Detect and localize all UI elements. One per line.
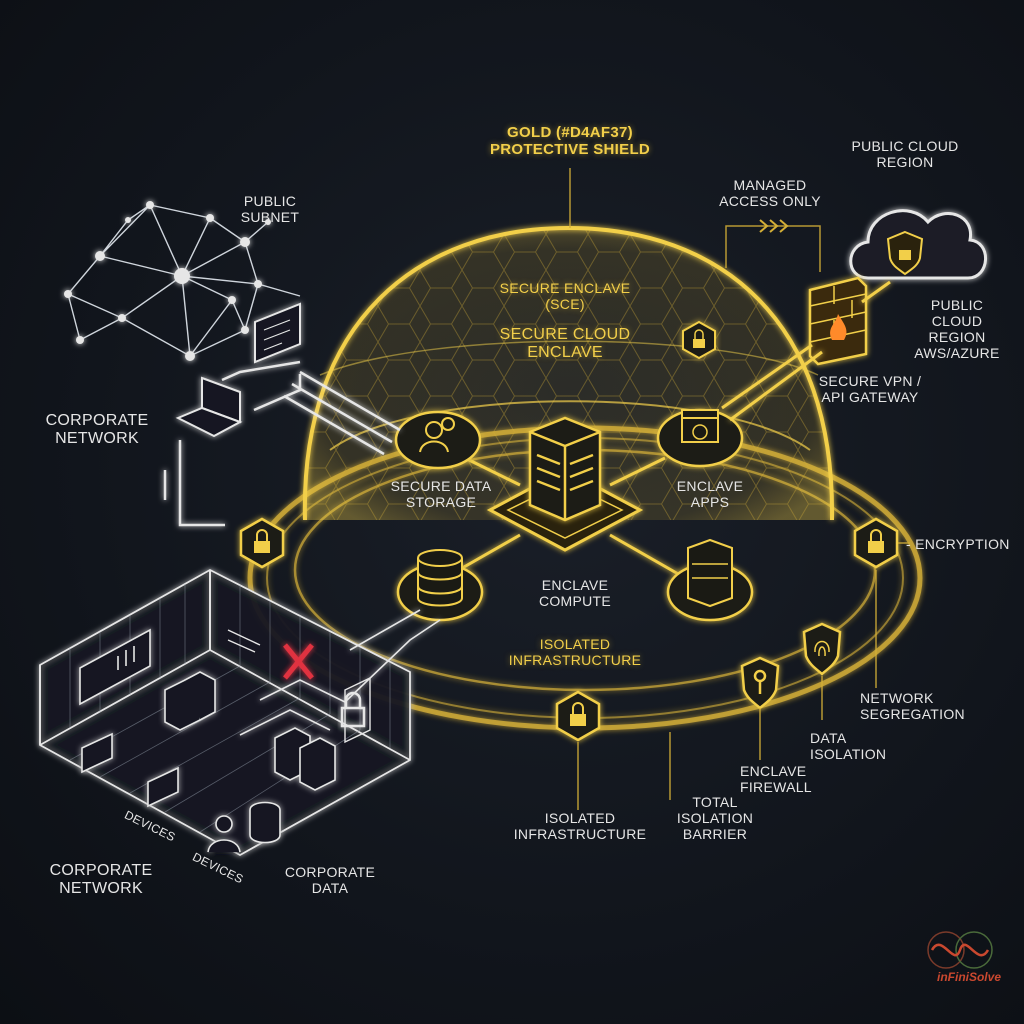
corporate-data-label: CORPORATE DATA [284, 864, 376, 896]
server-rack-icon [528, 416, 602, 522]
secure-vpn-label: SECURE VPN / API GATEWAY [818, 373, 922, 405]
corporate-network-label-top: CORPORATE NETWORK [45, 412, 149, 447]
enclave-compute-label: ENCLAVE COMPUTE [538, 577, 612, 609]
isolated-infrastructure-bottom-label: ISOLATED INFRASTRUCTURE [513, 810, 647, 842]
shield-title: GOLD (#D4AF37) PROTECTIVE SHIELD [489, 124, 651, 158]
app-window-icon [656, 408, 744, 468]
users-icon [394, 410, 482, 470]
room-wall-panel [227, 629, 371, 744]
network-segregation-label: NETWORK SEGREGATION [860, 690, 965, 722]
callout-lines [569, 168, 910, 810]
room-equipment [79, 628, 336, 853]
lock-icon [239, 517, 285, 569]
managed-access-label: MANAGED ACCESS ONLY [719, 177, 821, 209]
laptop-icon [175, 376, 243, 438]
lock-icon [555, 690, 601, 742]
monitor-icon [254, 302, 301, 364]
public-cloud-region-top-label: PUBLIC CLOUD REGION [851, 138, 959, 170]
lock-icon [853, 517, 899, 569]
sce-label: SECURE ENCLAVE (SCE) [499, 280, 631, 312]
incoming-links [163, 360, 401, 527]
firewall-icon [808, 276, 868, 366]
lock-icon [682, 320, 716, 360]
enclave-firewall-label: ENCLAVE FIREWALL [740, 763, 812, 795]
data-isolation-label: DATA ISOLATION [810, 730, 887, 762]
total-isolation-label: TOTAL ISOLATION BARRIER [676, 794, 754, 842]
cloud-shield-icon [849, 209, 987, 280]
red-x-icon [283, 643, 314, 680]
logo-mark [927, 931, 993, 969]
managed-access-chevrons [759, 219, 789, 233]
room-lock-icon [340, 691, 366, 728]
isolated-infrastructure-inner-label: ISOLATED INFRASTRUCTURE [508, 636, 642, 668]
corporate-room [39, 568, 411, 857]
corporate-network-label-bottom: CORPORATE NETWORK [49, 862, 153, 897]
enclave-apps-label: ENCLAVE APPS [676, 478, 744, 510]
secure-cloud-enclave-label: SECURE CLOUD ENCLAVE [499, 326, 631, 361]
secure-data-storage-label: SECURE DATA STORAGE [390, 478, 492, 510]
encryption-label: - ENCRYPTION [906, 536, 1010, 552]
server-stack-icon [666, 538, 754, 622]
fingerprint-icon [802, 622, 842, 676]
public-cloud-region-right-label: PUBLIC CLOUD REGION AWS/AZURE [914, 297, 1000, 361]
database-icon [396, 549, 484, 622]
public-subnet-label: PUBLIC SUBNET [240, 193, 300, 225]
gateway-beams [721, 280, 891, 422]
public-subnet-nodes [64, 201, 271, 361]
logo-text: inFiniSolve [936, 970, 1001, 984]
